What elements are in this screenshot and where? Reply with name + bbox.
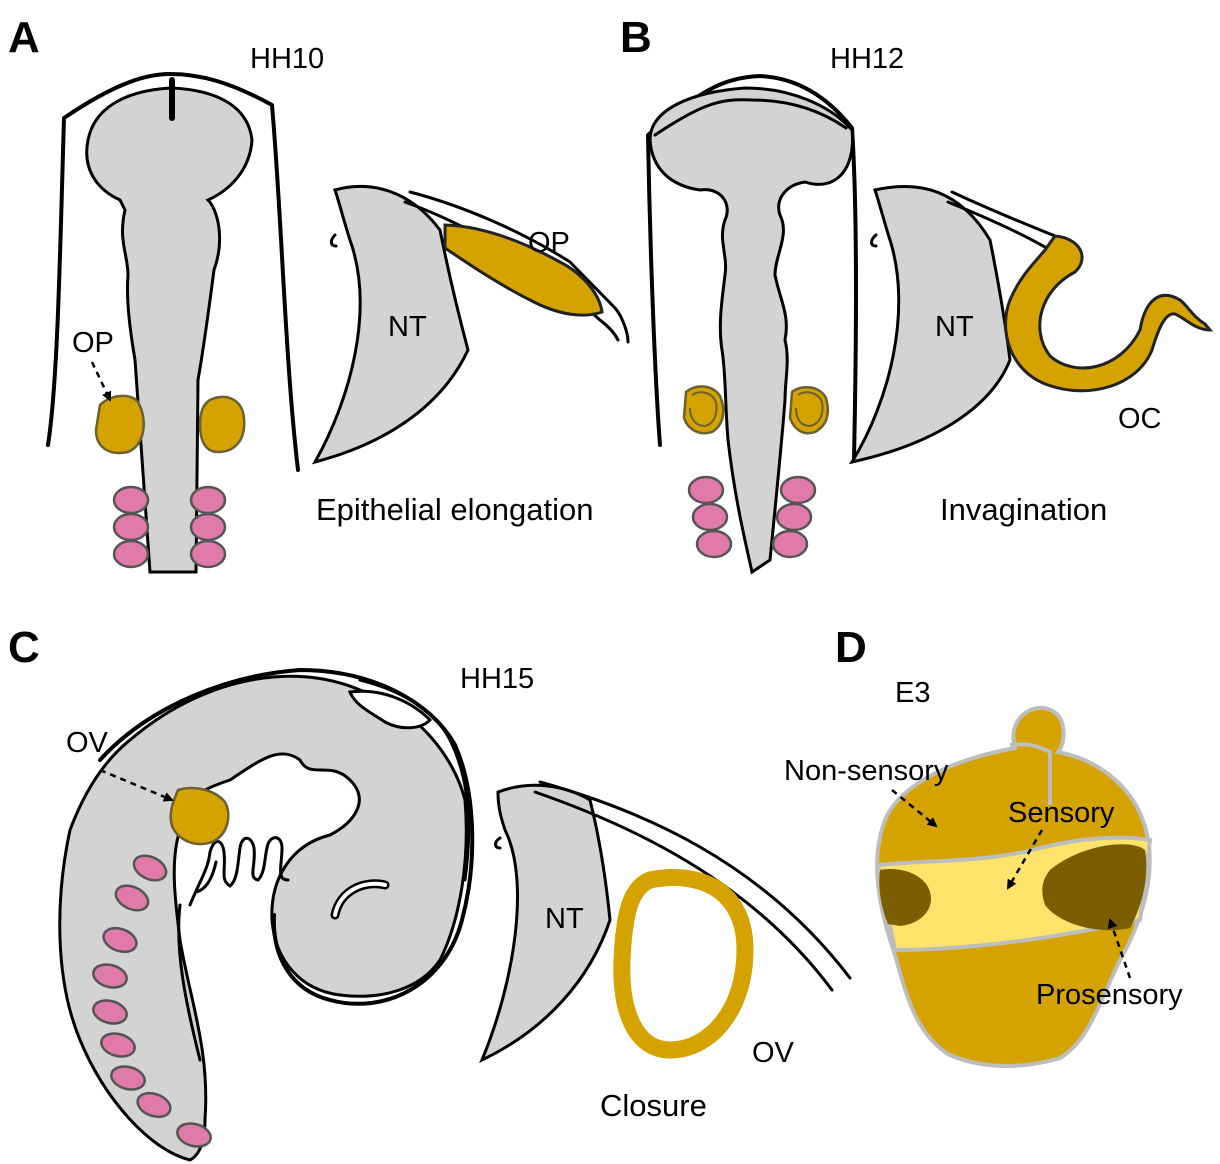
label-ov-c: OV: [66, 727, 109, 759]
somite: [114, 487, 148, 513]
section-notch-c: [496, 838, 501, 848]
caption-a: Epithelial elongation: [316, 492, 594, 527]
neural-tube-section-b: [852, 187, 1010, 462]
label-ov-section-c: OV: [752, 1037, 795, 1069]
panel-letter-a: A: [8, 13, 40, 62]
stage-label-hh10: HH10: [250, 43, 324, 75]
label-prosensory-d: Prosensory: [1036, 979, 1183, 1011]
somite: [114, 541, 148, 567]
somite: [191, 514, 225, 540]
panel-letter-c: C: [8, 623, 40, 672]
panel-letter-b: B: [620, 13, 652, 62]
otic-vesicle-c: [171, 788, 229, 844]
somite: [689, 477, 723, 503]
stage-label-hh12: HH12: [830, 43, 904, 75]
somite: [773, 531, 807, 557]
panel-a: A HH10 OP NT OP Epithelial elongation: [8, 13, 628, 572]
caption-b: Invagination: [940, 492, 1107, 527]
stage-label-hh15: HH15: [460, 663, 534, 695]
label-op-section-a: OP: [528, 227, 570, 259]
otic-cup-section-b: [1006, 236, 1210, 391]
somite: [697, 531, 731, 557]
label-nt-a: NT: [388, 311, 427, 343]
arrow-op-a: [92, 362, 110, 400]
label-oc-b: OC: [1118, 403, 1162, 435]
somite: [114, 514, 148, 540]
label-nt-c: NT: [545, 903, 584, 935]
section-notch-a: [331, 235, 336, 246]
otic-placode-right-a: [200, 397, 244, 452]
label-op-a: OP: [72, 327, 114, 359]
neural-tube-dorsal-b: [650, 88, 852, 572]
somite: [693, 504, 727, 530]
stage-label-e3: E3: [895, 677, 930, 709]
otic-placode-left-a: [96, 396, 144, 453]
label-sensory-d: Sensory: [1008, 797, 1115, 829]
label-nt-b: NT: [935, 311, 974, 343]
otic-vesicle-section-c: [622, 878, 745, 1050]
section-notch-b: [872, 235, 877, 246]
somite: [777, 504, 811, 530]
somite: [191, 541, 225, 567]
label-non-sensory-d: Non-sensory: [784, 755, 949, 787]
panel-letter-d: D: [835, 623, 867, 672]
somite: [191, 487, 225, 513]
somite: [781, 477, 815, 503]
panel-c: C HH15 OV NT: [8, 623, 850, 1160]
panel-b: B HH12 NT OC Invagination: [620, 13, 1210, 572]
caption-c: Closure: [600, 1088, 707, 1123]
panel-d: D E3 Non-sensory Sensory Prosensory: [784, 623, 1183, 1066]
